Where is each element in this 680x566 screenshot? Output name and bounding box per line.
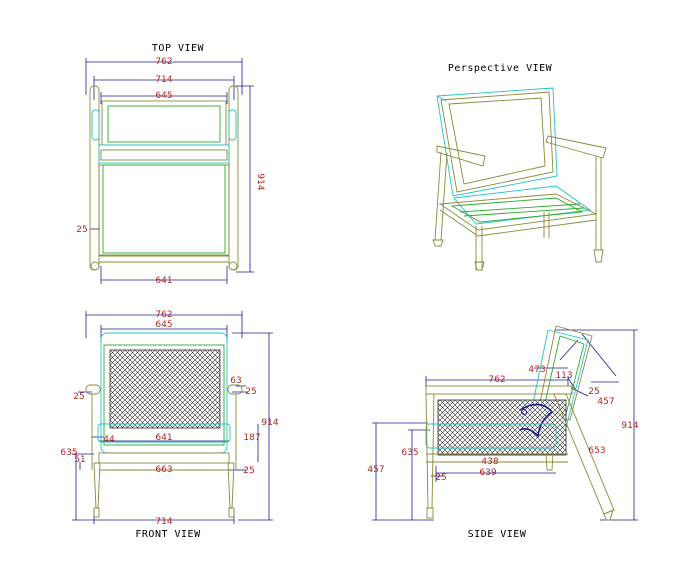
top-leg: 25 [76, 225, 87, 235]
top-dimension-lines [85, 58, 254, 284]
side-inner-rail: 438 [481, 457, 498, 467]
side-back-25: 25 [588, 387, 599, 397]
top-seat-width: 641 [155, 276, 172, 286]
front-top-offset: 63 [230, 376, 241, 386]
perspective-view-title: Perspective VIEW [448, 63, 553, 74]
front-base-width: 714 [155, 517, 172, 527]
side-seat-depth: 762 [488, 375, 505, 385]
top-view: TOP VIEW [76, 43, 265, 286]
front-left-51: 51 [74, 455, 85, 465]
perspective-chair [432, 87, 607, 271]
front-seat-width: 641 [155, 433, 172, 443]
front-right-25a: 25 [245, 387, 256, 397]
top-depth: 914 [255, 173, 265, 190]
front-chair-outline [85, 332, 243, 518]
side-back-rake: 473 [528, 365, 545, 375]
side-view-title: SIDE VIEW [468, 529, 527, 540]
front-arm-height: 635 [60, 448, 77, 458]
side-cane-panel [437, 399, 567, 456]
front-left-25: 25 [73, 392, 84, 402]
front-overall-height: 914 [261, 418, 278, 428]
front-back-width: 645 [155, 320, 172, 330]
front-right-25b: 25 [243, 466, 254, 476]
top-chair-outline [89, 85, 239, 271]
side-seat-height: 457 [367, 465, 384, 475]
top-overall-width: 762 [155, 57, 172, 67]
side-arm-height: 635 [401, 448, 418, 458]
side-back-length: 457 [597, 397, 614, 407]
top-back-width: 645 [155, 91, 172, 101]
side-diagonal: 653 [588, 446, 605, 456]
side-chair-outline [425, 325, 615, 521]
top-arm-width: 714 [155, 75, 172, 85]
side-base-depth: 639 [479, 468, 496, 478]
top-view-title: TOP VIEW [152, 43, 205, 54]
front-overall-width: 762 [155, 310, 172, 320]
front-seat-rail: 187 [243, 433, 260, 443]
front-view-title: FRONT VIEW [135, 529, 201, 540]
side-overall-height: 914 [621, 421, 638, 431]
perspective-view: Perspective VIEW [432, 63, 607, 271]
front-arm-rail: 663 [155, 465, 172, 475]
side-view: SIDE VIEW [367, 325, 639, 540]
front-left-44: 44 [103, 435, 115, 445]
front-cane-panel [109, 349, 221, 429]
side-leg-25: 25 [435, 473, 446, 483]
front-view: FRONT VIEW [60, 310, 278, 540]
side-back-thk: 113 [555, 371, 572, 381]
